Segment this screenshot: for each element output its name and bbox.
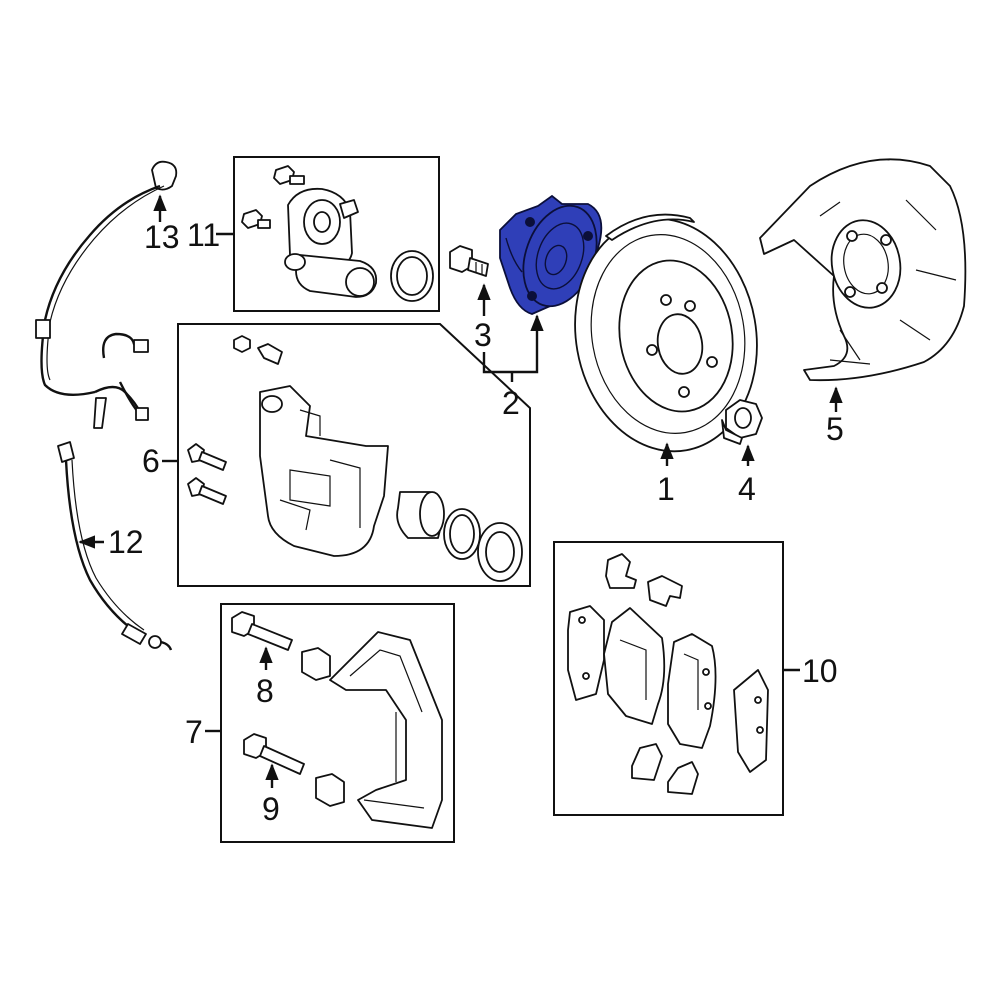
caliper-bracket <box>329 631 443 829</box>
bleeder-screw <box>233 335 283 365</box>
brake-pad-set-group[interactable] <box>553 541 784 816</box>
callout-8[interactable]: 8 <box>256 673 274 709</box>
bracket-bolt-upper <box>231 611 293 651</box>
caliper-guide-bolts <box>187 443 227 505</box>
callout-3[interactable]: 3 <box>474 317 492 353</box>
parking-brake-actuator-group[interactable] <box>233 156 440 312</box>
pad-clips-top <box>605 553 683 607</box>
brake-hose[interactable] <box>57 441 173 651</box>
caliper-housing <box>259 385 389 557</box>
callout-6[interactable]: 6 <box>142 443 160 479</box>
pad-clips-bottom <box>631 743 699 795</box>
brake-rotor[interactable] <box>557 204 775 466</box>
caliper-piston <box>396 491 445 539</box>
shim-left <box>567 605 605 701</box>
callout-11[interactable]: 11 <box>187 217 220 253</box>
callout-9[interactable]: 9 <box>262 791 280 827</box>
guide-pin-boots <box>301 647 345 807</box>
caliper-group[interactable] <box>177 323 531 587</box>
abs-sensor-harness[interactable] <box>35 160 178 429</box>
callout-12[interactable]: 12 <box>108 524 144 560</box>
callout-1[interactable]: 1 <box>657 471 675 507</box>
actuator-motor <box>284 187 378 298</box>
wheel-hub-assembly[interactable] <box>499 194 610 317</box>
actuator-o-ring <box>390 250 434 302</box>
actuator-screw-top <box>273 165 305 185</box>
hub-nut[interactable] <box>721 399 763 445</box>
outer-brake-pad <box>667 633 717 749</box>
dust-shield[interactable] <box>759 158 967 382</box>
callout-13[interactable]: 13 <box>144 219 180 255</box>
hub-bolt[interactable] <box>449 245 489 277</box>
dust-boot <box>477 522 523 582</box>
inner-brake-pad <box>603 607 666 725</box>
callout-10[interactable]: 10 <box>802 653 838 689</box>
shim-right <box>733 669 769 773</box>
callout-4[interactable]: 4 <box>738 471 756 507</box>
bracket-bolt-lower <box>243 733 305 775</box>
caliper-bracket-group[interactable] <box>220 603 455 843</box>
callout-2[interactable]: 2 <box>502 385 520 421</box>
callout-7[interactable]: 7 <box>185 714 203 750</box>
callout-5[interactable]: 5 <box>826 411 844 447</box>
actuator-screw-left <box>241 209 271 229</box>
piston-seal <box>443 508 481 560</box>
